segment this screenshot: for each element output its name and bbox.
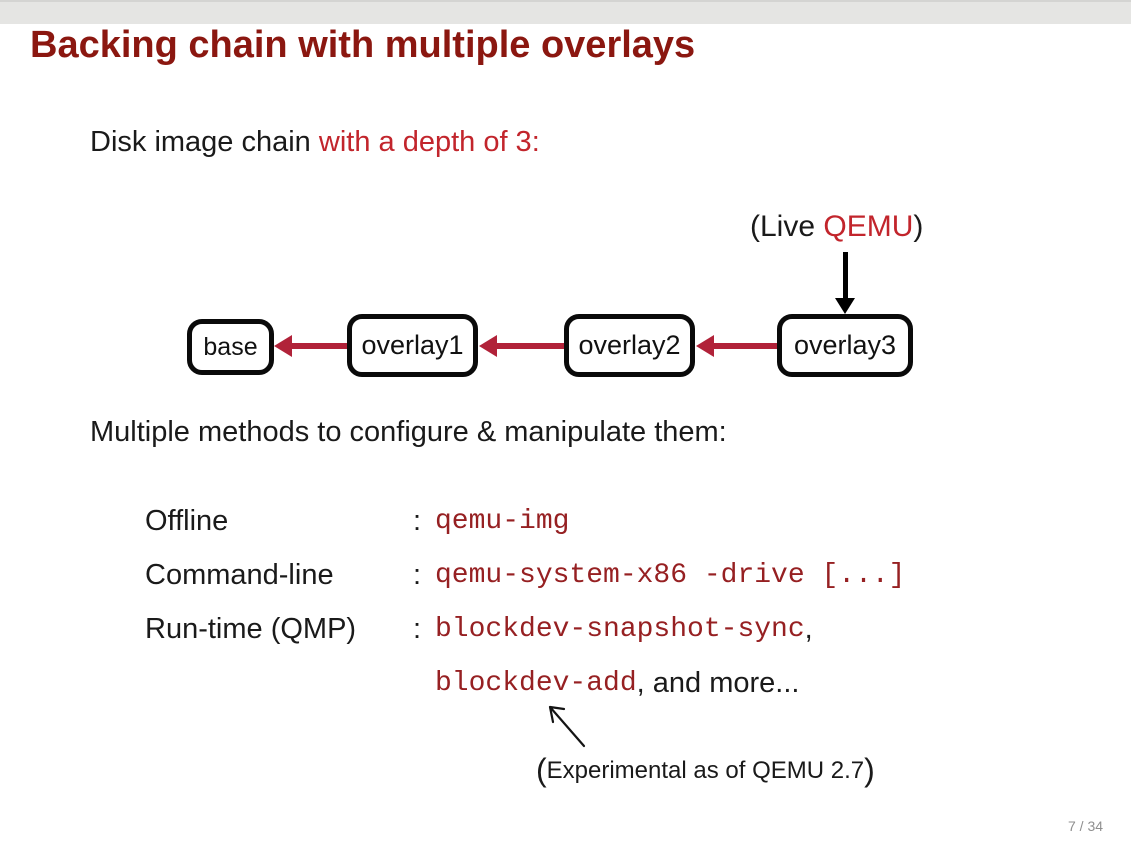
live-label-open-paren: (: [750, 210, 760, 243]
method-separator: :: [413, 558, 422, 591]
intro-line: Disk image chain with a depth of 3:: [90, 126, 540, 159]
live-label-qemu: QEMU: [823, 210, 914, 243]
annotation-text: (Experimental as of QEMU 2.7): [536, 752, 875, 789]
method-suffix: ,: [804, 612, 813, 645]
method-row-offline: Offline: qemu-img: [145, 494, 905, 548]
diagram-node-base: base: [187, 319, 274, 375]
annotation-close-paren: ): [864, 752, 875, 788]
diagram-node-overlay2-label: overlay2: [578, 330, 681, 360]
diagram-node-base-label: base: [203, 332, 258, 361]
diagram-node-overlay3-label: overlay3: [793, 330, 897, 360]
annotation-arrow-icon: [548, 705, 586, 748]
intro-text-red: with a depth of 3:: [318, 126, 540, 158]
method-row-command-line: Command-line: qemu-system-x86 -drive [...…: [145, 548, 905, 602]
method-separator: :: [413, 612, 422, 645]
window-top-bar: [0, 0, 1131, 24]
down-arrow-icon: [835, 252, 855, 314]
backing-arrow-overlay3-to-overlay2-icon: [696, 335, 777, 357]
live-qemu-label: (Live QEMU): [750, 210, 923, 244]
method-label: Offline: [145, 504, 229, 537]
intro-text-black: Disk image chain: [90, 126, 319, 158]
backing-arrow-overlay1-to-base-icon: [274, 335, 347, 357]
annotation-body: Experimental as of QEMU 2.7: [546, 757, 865, 784]
method-suffix: , and more...: [636, 666, 800, 699]
method-command: blockdev-add: [435, 667, 637, 699]
live-label-close-paren: ): [913, 210, 924, 243]
method-command: qemu-system-x86 -drive [...]: [435, 559, 906, 591]
method-command: blockdev-snapshot-sync: [435, 613, 805, 645]
method-separator: :: [413, 504, 422, 537]
diagram-node-overlay3: overlay3: [777, 314, 913, 377]
method-row-continuation: blockdev-add, and more...: [145, 656, 905, 710]
annotation-open-paren: (: [536, 752, 547, 788]
diagram-node-overlay1-label: overlay1: [361, 330, 464, 360]
backing-arrow-overlay2-to-overlay1-icon: [479, 335, 564, 357]
method-command: qemu-img: [435, 505, 570, 537]
method-row-run-time: Run-time (QMP): blockdev-snapshot-sync,: [145, 602, 905, 656]
method-label: Command-line: [145, 558, 334, 591]
method-label: Run-time (QMP): [145, 612, 357, 645]
methods-list: Offline: qemu-img Command-line: qemu-syste…: [145, 494, 905, 710]
page-number: 7 / 34: [1068, 818, 1104, 834]
diagram-node-overlay2: overlay2: [564, 314, 695, 377]
diagram-node-overlay1: overlay1: [347, 314, 478, 377]
slide-title: Backing chain with multiple overlays: [30, 24, 696, 66]
methods-heading: Multiple methods to configure & manipula…: [90, 416, 727, 448]
live-label-prefix: Live: [760, 210, 824, 243]
